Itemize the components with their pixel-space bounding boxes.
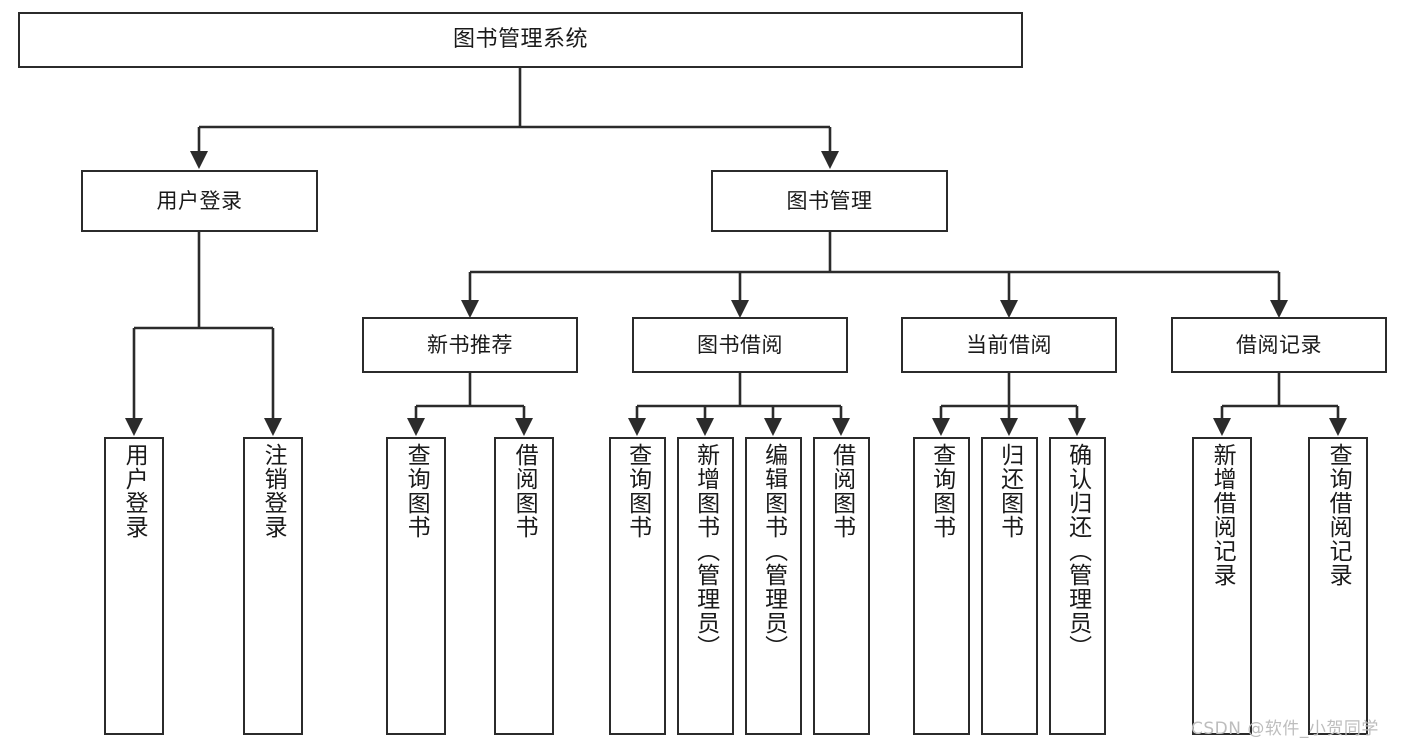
node-label: 确认归还（管理员） (1064, 443, 1091, 659)
node-label: 注销登录 (260, 443, 287, 539)
node-label: 用户登录 (156, 188, 243, 213)
node-label: 用户登录 (121, 443, 148, 539)
leaf-new-book-query-book[interactable]: 查询图书 (386, 437, 446, 735)
node-label: 新书推荐 (427, 332, 513, 357)
leaf-book-borrow-query-book[interactable]: 查询图书 (609, 437, 666, 735)
node-label: 借阅图书 (511, 443, 538, 539)
leaf-borrow-record-add-record[interactable]: 新增借阅记录 (1192, 437, 1252, 735)
leaf-user-login-login[interactable]: 用户登录 (104, 437, 164, 735)
node-label: 借阅记录 (1236, 332, 1322, 357)
leaf-new-book-borrow-book[interactable]: 借阅图书 (494, 437, 554, 735)
leaf-book-borrow-add-book-admin[interactable]: 新增图书（管理员） (677, 437, 734, 735)
node-label: 当前借阅 (966, 332, 1052, 357)
node-label: 新增图书（管理员） (692, 443, 719, 659)
node-label: 查询图书 (624, 443, 651, 539)
node-label: 查询图书 (928, 443, 955, 539)
leaf-book-borrow-borrow-book[interactable]: 借阅图书 (813, 437, 870, 735)
node-label: 归还图书 (996, 443, 1023, 539)
node-book-management[interactable]: 图书管理 (711, 170, 948, 232)
node-label: 查询借阅记录 (1325, 443, 1352, 587)
leaf-borrow-record-query-record[interactable]: 查询借阅记录 (1308, 437, 1368, 735)
node-label: 编辑图书（管理员） (760, 443, 787, 659)
node-label: 借阅图书 (828, 443, 855, 539)
node-borrow-record[interactable]: 借阅记录 (1171, 317, 1387, 373)
leaf-current-borrow-return-book[interactable]: 归还图书 (981, 437, 1038, 735)
node-label: 图书管理 (786, 188, 873, 213)
node-user-login[interactable]: 用户登录 (81, 170, 318, 232)
leaf-user-login-logout[interactable]: 注销登录 (243, 437, 303, 735)
node-label: 图书借阅 (697, 332, 783, 357)
node-root-book-management-system[interactable]: 图书管理系统 (18, 12, 1023, 68)
leaf-current-borrow-confirm-return-admin[interactable]: 确认归还（管理员） (1049, 437, 1106, 735)
node-label: 新增借阅记录 (1209, 443, 1236, 587)
node-label: 查询图书 (403, 443, 430, 539)
node-current-borrow[interactable]: 当前借阅 (901, 317, 1117, 373)
leaf-book-borrow-edit-book-admin[interactable]: 编辑图书（管理员） (745, 437, 802, 735)
node-new-book-recommend[interactable]: 新书推荐 (362, 317, 578, 373)
node-label: 图书管理系统 (452, 27, 588, 53)
leaf-current-borrow-query-book[interactable]: 查询图书 (913, 437, 970, 735)
csdn-watermark: CSDN @软件_小贺同学 (1191, 719, 1379, 739)
node-book-borrow[interactable]: 图书借阅 (632, 317, 848, 373)
